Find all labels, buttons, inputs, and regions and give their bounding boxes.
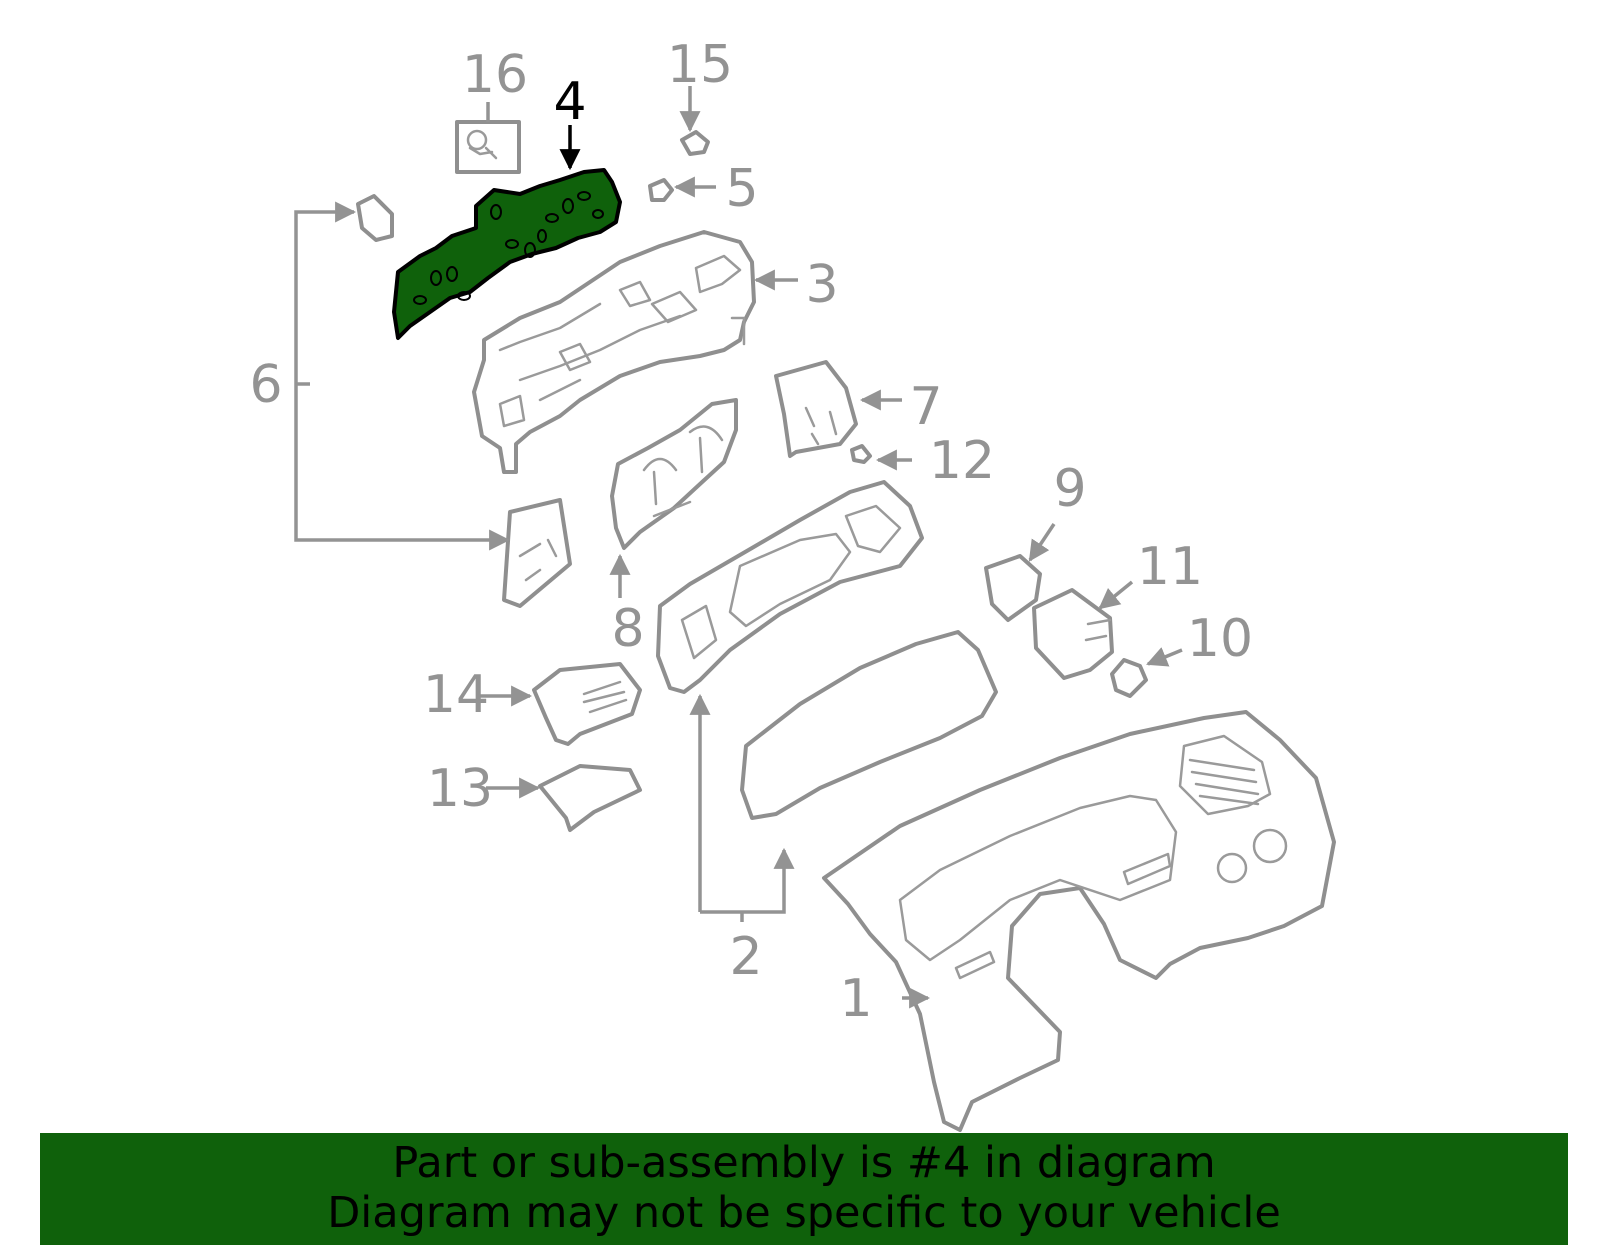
part-13-bracket[interactable] — [538, 764, 642, 832]
part-1-instrument-panel[interactable] — [822, 710, 1336, 1132]
part-8-gauge-dial[interactable] — [610, 398, 738, 550]
part-6-bracket-upper[interactable] — [356, 194, 394, 242]
callout-1: 1 — [839, 969, 872, 1029]
part-6-panel-lower[interactable] — [502, 498, 572, 608]
callout-6: 6 — [249, 355, 282, 415]
callout-2: 2 — [729, 927, 762, 987]
part-4-circuit-board[interactable] — [392, 168, 622, 340]
callout-11: 11 — [1137, 537, 1203, 597]
callout-12: 12 — [929, 431, 995, 491]
part-15-clip[interactable] — [680, 130, 710, 156]
callout-10: 10 — [1187, 609, 1253, 669]
part-12-bulb[interactable] — [850, 444, 872, 464]
callout-16: 16 — [462, 45, 528, 105]
callout-13: 13 — [427, 759, 493, 819]
part-10-knob[interactable] — [1110, 658, 1148, 698]
part-5-clip[interactable] — [648, 178, 674, 202]
part-7-gauge-face[interactable] — [774, 360, 858, 458]
callout-5: 5 — [725, 159, 758, 219]
part-16-bulb[interactable] — [455, 120, 521, 174]
callout-9: 9 — [1053, 459, 1086, 519]
callout-7: 7 — [909, 377, 942, 437]
part-2-bezel[interactable] — [656, 480, 998, 820]
callout-15: 15 — [667, 35, 733, 95]
part-11-module[interactable] — [1032, 588, 1114, 680]
part-info-banner: Part or sub-assembly is #4 in diagram Di… — [40, 1133, 1568, 1245]
banner-line-disclaimer: Diagram may not be specific to your vehi… — [327, 1188, 1281, 1238]
callout-14: 14 — [423, 665, 489, 725]
callout-3: 3 — [805, 255, 838, 315]
callout-8: 8 — [611, 599, 644, 659]
part-14-module[interactable] — [532, 662, 642, 746]
callout-4: 4 — [553, 72, 586, 132]
banner-line-part: Part or sub-assembly is #4 in diagram — [392, 1138, 1216, 1188]
part-9-switch[interactable] — [984, 554, 1042, 622]
part-3-cluster-housing[interactable] — [472, 230, 756, 474]
